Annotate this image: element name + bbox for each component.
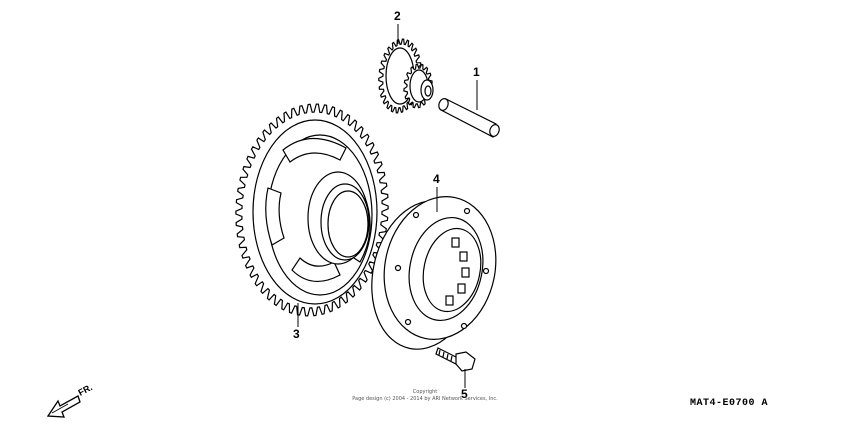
starter-driven-gear <box>235 103 389 317</box>
leader-lines <box>297 24 478 388</box>
callout-5: 5 <box>461 387 468 401</box>
front-direction-arrow <box>46 395 81 418</box>
starter-one-way-clutch <box>371 196 497 350</box>
diagram-code: MAT4-E0700 A <box>690 398 769 409</box>
reduction-gear-shaft <box>438 98 500 138</box>
copyright-line-2: Page design (c) 2004 - 2014 by ARI Netwo… <box>352 396 498 402</box>
clutch-bolt <box>435 347 476 372</box>
callout-4: 4 <box>433 172 440 186</box>
copyright-line-1: Copyright <box>412 389 438 395</box>
callout-3: 3 <box>293 327 300 341</box>
callout-1: 1 <box>473 65 480 79</box>
callout-2: 2 <box>394 9 401 23</box>
starter-reduction-gear <box>378 38 434 114</box>
